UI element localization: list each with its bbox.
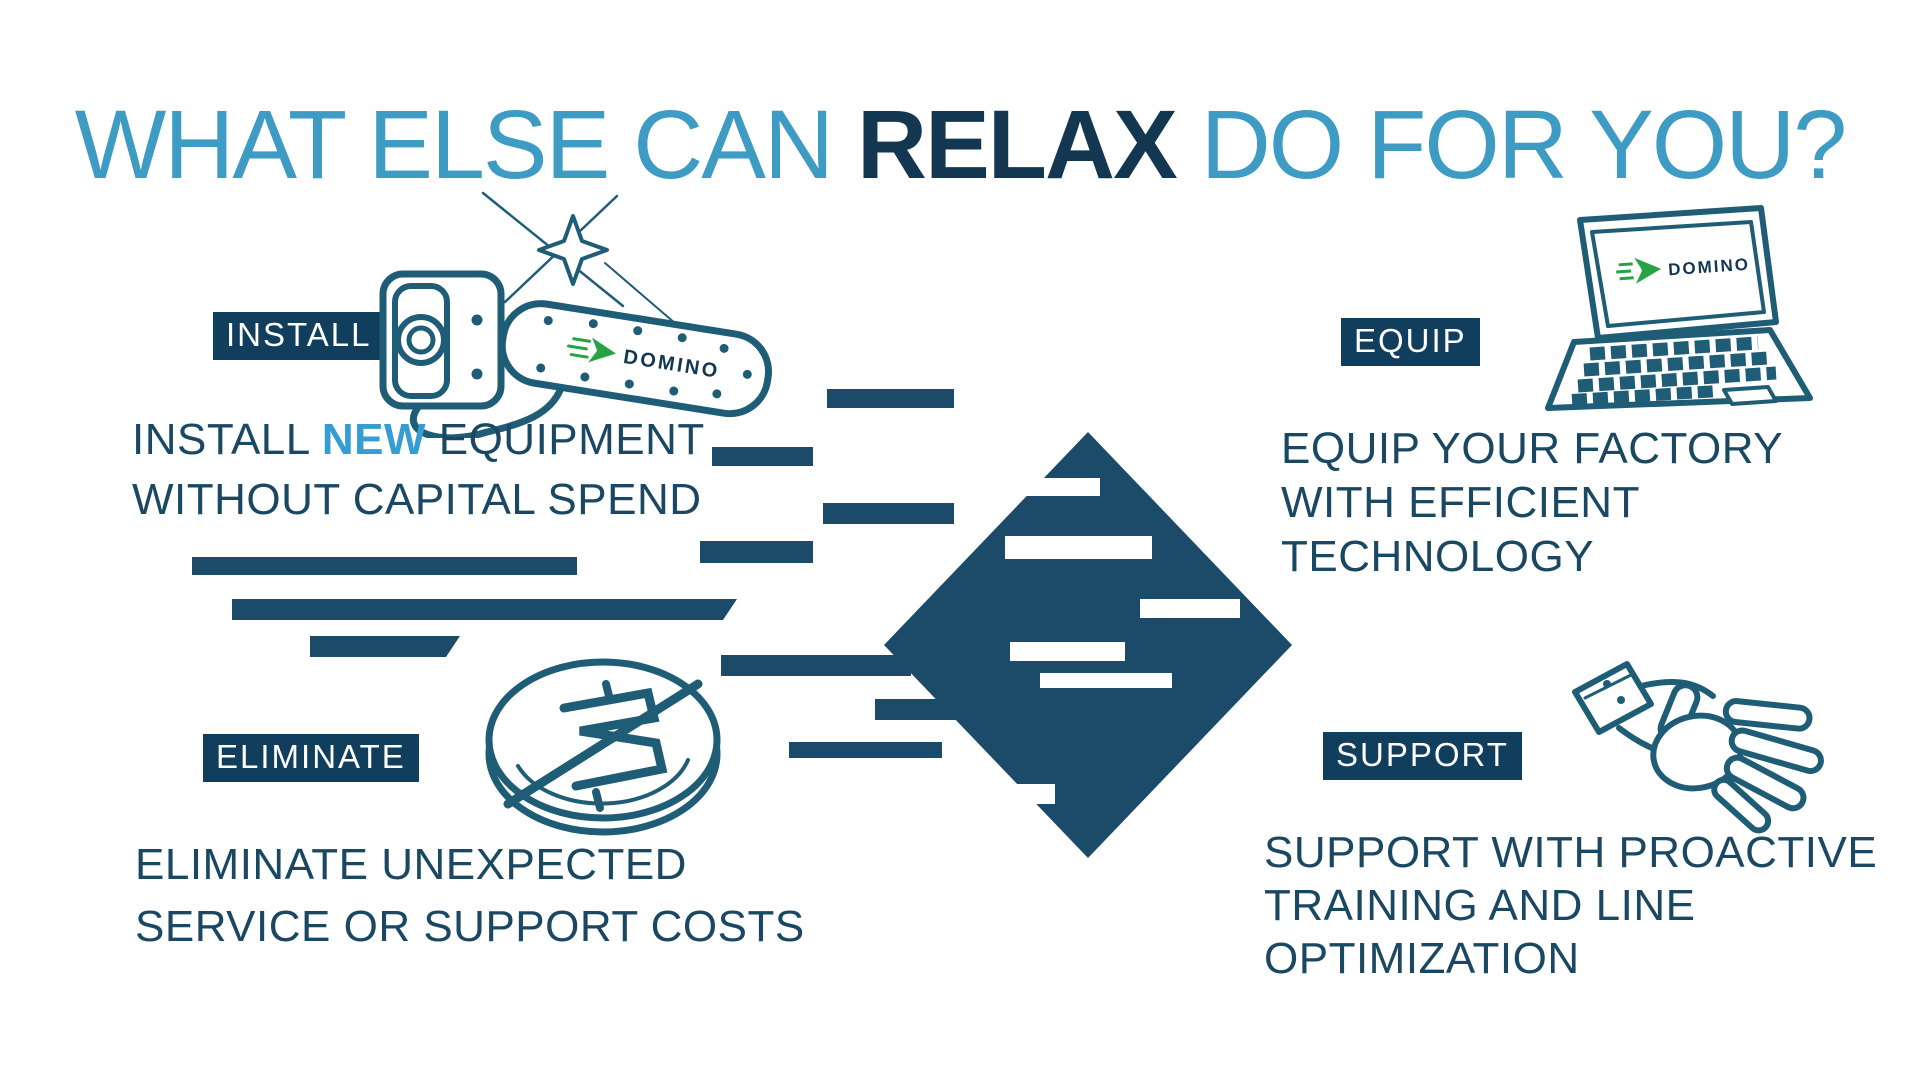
laptop-trackpad <box>1722 385 1778 406</box>
equip-line-3: TECHNOLOGY <box>1281 532 1595 581</box>
laptop-icon: DOMINO <box>1545 205 1813 411</box>
equip-text: EQUIP YOUR FACTORY WITH EFFICIENT TECHNO… <box>1281 422 1783 584</box>
inkjet-printer-icon: DOMINO <box>379 191 773 438</box>
support-label: SUPPORT <box>1323 732 1522 780</box>
domino-logo-on-laptop: DOMINO <box>1616 255 1751 284</box>
prohibition-slash <box>503 679 703 809</box>
title-part-light-2: DO FOR YOU? <box>1175 90 1848 199</box>
eliminate-label: ELIMINATE <box>203 734 419 782</box>
speed-trail-bars <box>192 389 1014 758</box>
equip-line-1: EQUIP YOUR FACTORY <box>1281 424 1784 473</box>
new-highlight: NEW <box>321 415 426 464</box>
equip-line-2: WITH EFFICIENT <box>1281 478 1640 527</box>
install-label: INSTALL <box>213 312 385 360</box>
install-text: INSTALL NEW EQUIPMENT WITHOUT CAPITAL SP… <box>132 410 705 530</box>
title-part-light-1: WHAT ELSE CAN <box>74 90 858 199</box>
relax-speed-diamond-graphic <box>192 389 1292 858</box>
equip-label: EQUIP <box>1341 318 1480 366</box>
eliminate-line-1: ELIMINATE UNEXPECTED <box>135 840 687 889</box>
open-hand-icon <box>1572 661 1824 834</box>
page-title: WHAT ELSE CAN RELAX DO FOR YOU? <box>0 90 1920 199</box>
support-line-2: TRAINING AND LINE <box>1264 881 1696 930</box>
eliminate-text: ELIMINATE UNEXPECTED SERVICE OR SUPPORT … <box>135 834 805 958</box>
title-part-relax: RELAX <box>857 90 1178 199</box>
install-line-2: WITHOUT CAPITAL SPEND <box>132 475 702 524</box>
support-text: SUPPORT WITH PROACTIVE TRAINING AND LINE… <box>1264 826 1877 985</box>
no-dollar-coin-icon <box>485 658 721 836</box>
install-line-1: INSTALL NEW EQUIPMENT <box>132 415 705 464</box>
eliminate-line-2: SERVICE OR SUPPORT COSTS <box>135 902 805 951</box>
diamond-white-stripes <box>950 478 1240 804</box>
support-line-3: OPTIMIZATION <box>1264 934 1580 983</box>
support-line-1: SUPPORT WITH PROACTIVE <box>1264 828 1878 877</box>
